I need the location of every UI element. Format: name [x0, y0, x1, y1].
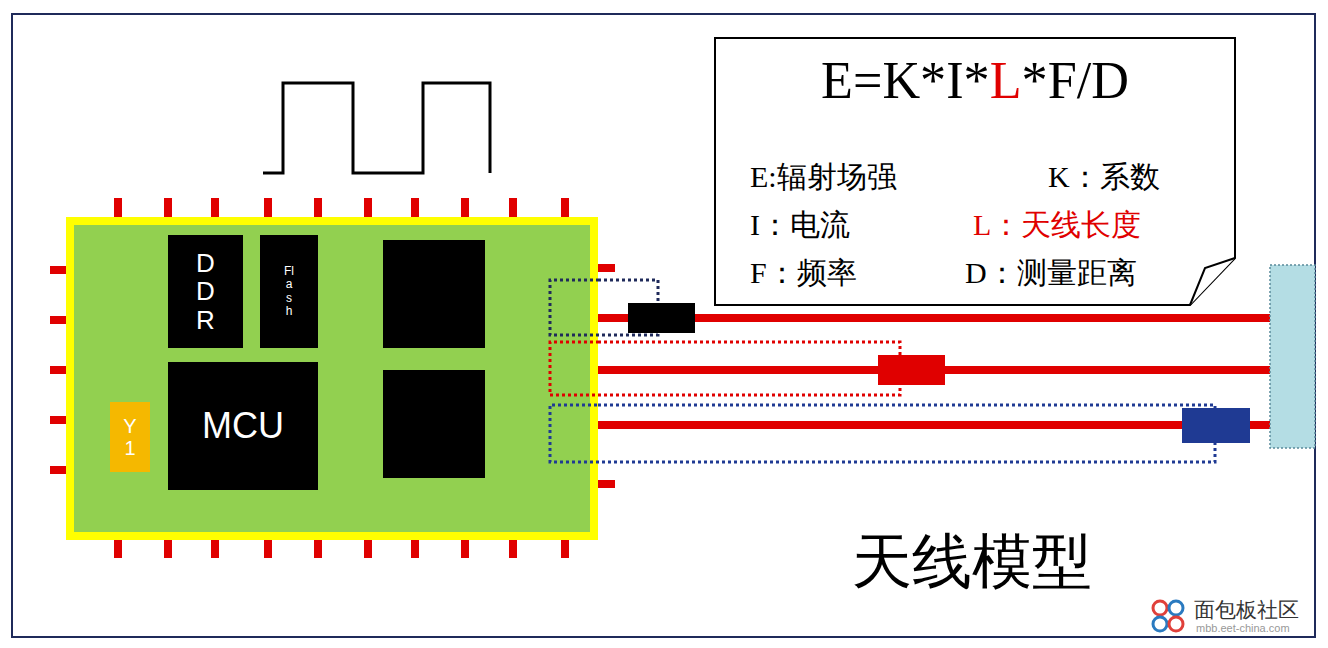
component [1182, 408, 1250, 443]
component [628, 303, 695, 333]
definition: E:辐射场强 [750, 160, 897, 195]
pcb-board [74, 225, 590, 532]
definition: K：系数 [1048, 160, 1160, 195]
chip-label: MCU [202, 405, 284, 446]
flash-chip: Flash [260, 235, 318, 348]
diagram-name: 天线模型 [852, 522, 1092, 603]
current-loops [550, 280, 1215, 462]
chip-label: Flash [283, 265, 295, 318]
crystal: Y1 [110, 402, 150, 472]
component [878, 355, 945, 385]
memory-chip: DDR [168, 235, 243, 348]
square-wave [263, 83, 490, 173]
outer-frame [12, 14, 1315, 637]
definition: I：电流 [750, 208, 850, 243]
definition: F：频率 [750, 256, 857, 291]
watermark-icon [1153, 601, 1183, 631]
callout-fold [1190, 258, 1235, 305]
chip-label: Y1 [120, 415, 140, 459]
board-pins [50, 198, 615, 558]
chip [383, 240, 485, 348]
connector [1270, 265, 1315, 448]
mcu-chip: MCU [168, 362, 318, 490]
chip [383, 370, 485, 478]
callout-box [715, 38, 1235, 305]
board-border [66, 217, 598, 540]
traces [598, 318, 1270, 425]
definition: L：天线长度 [973, 208, 1141, 243]
watermark-url: mbb.eet-china.com [1196, 622, 1290, 634]
callout-box: E=K*I*L*F/D E:辐射场强 K：系数 I：电流 L：天线长度 F：频率 D：测量距… [715, 38, 1235, 305]
formula: E=K*I*L*F/D [715, 50, 1235, 110]
watermark: 面包板社区 [1194, 596, 1299, 624]
chip-label: DDR [193, 249, 219, 335]
definition: D：测量距离 [965, 256, 1137, 291]
